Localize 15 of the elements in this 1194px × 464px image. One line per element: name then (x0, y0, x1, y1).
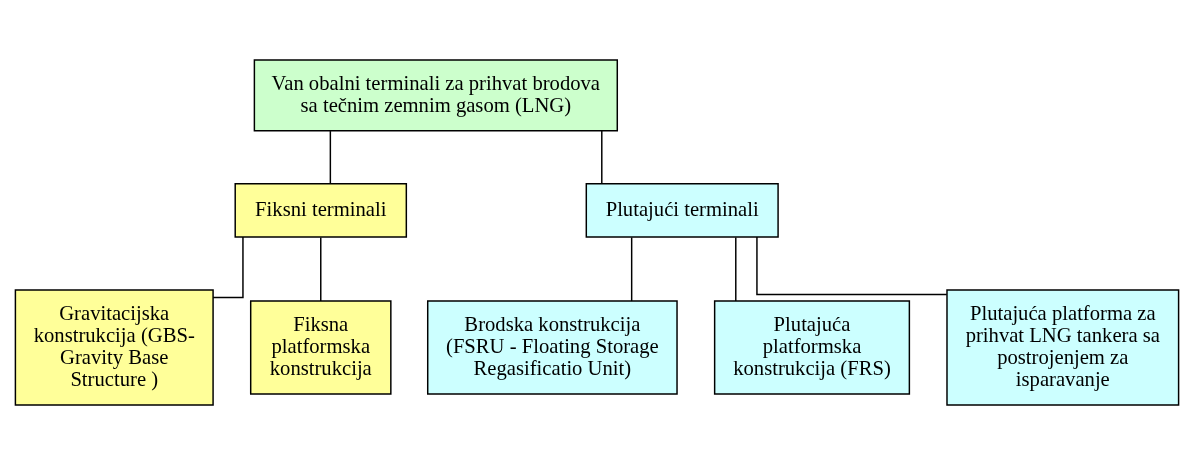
connector (212, 235, 244, 298)
connector (329, 129, 332, 184)
connector (756, 235, 948, 295)
node-box: Fiksni terminali (234, 182, 408, 238)
node-box: Plutajuća platforma za prihvat LNG tankera sa postrojenjem za isparavanje (946, 288, 1180, 406)
node-box: Brodska konstrukcija (FSRU - Floating Storage Regasificatio Unit) (427, 299, 678, 395)
node-box: Fiksna platformska konstrukcija (249, 299, 392, 395)
connector (601, 129, 603, 184)
node-box: Van obalni terminali za prihvat brodova sa tečnim zemnim gasom (LNG) (253, 58, 618, 131)
node-box: Plutajući terminali (585, 182, 779, 238)
connector (320, 236, 322, 302)
node-box: Gravitacijska konstrukcija (GBS-Gravity Base Structure ) (14, 288, 214, 406)
connector (630, 236, 633, 302)
node-box: Plutajuća platformska konstrukcija (FRS) (713, 299, 911, 395)
connector (735, 236, 737, 302)
